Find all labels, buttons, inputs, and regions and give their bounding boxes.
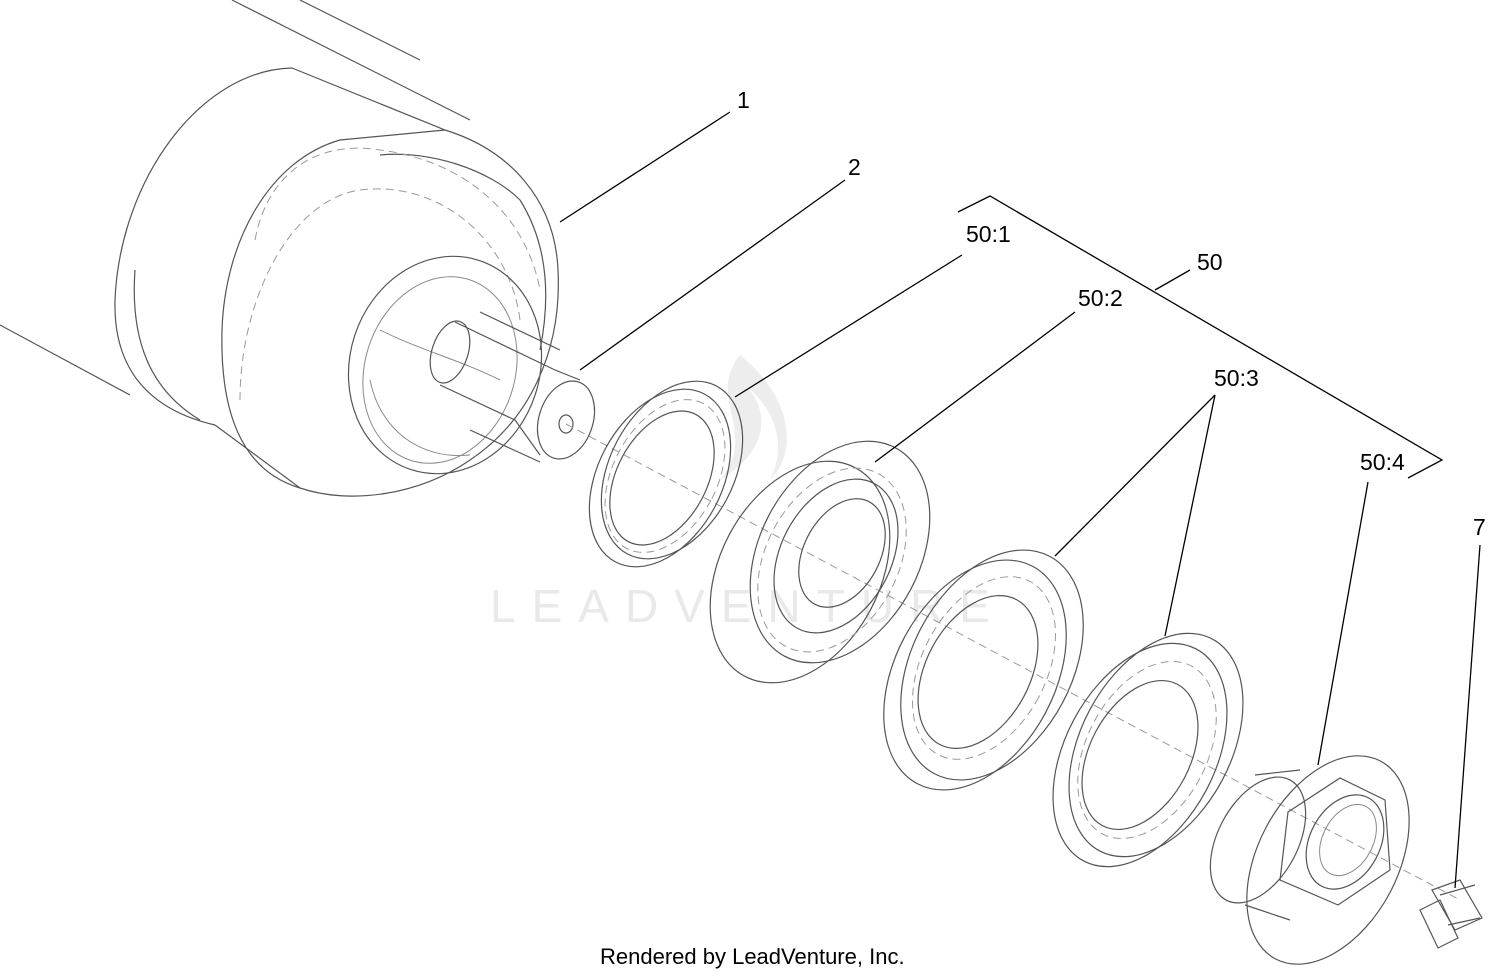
part-50-2-bearing [709, 440, 931, 684]
part-50-1-seal [588, 380, 744, 568]
callout-7: 7 [1473, 514, 1486, 540]
callout-50-1: 50:1 [966, 221, 1011, 247]
footer-credit: Rendered by LeadVenture, Inc. [600, 944, 905, 969]
callout-labels: 1 2 50 50:1 50:2 50:3 50:4 7 [737, 87, 1486, 540]
leader-50-3-a [1054, 394, 1216, 557]
leader-7 [1454, 544, 1481, 889]
callout-50-4: 50:4 [1360, 449, 1405, 475]
leader-1 [559, 111, 731, 223]
part-1-roller [0, 0, 559, 497]
callout-50-3: 50:3 [1214, 365, 1259, 391]
leader-50-4 [1317, 481, 1369, 766]
watermark-flame-icon [720, 355, 787, 480]
callout-50-2: 50:2 [1078, 285, 1123, 311]
callout-2: 2 [848, 154, 861, 180]
leader-50-2 [874, 311, 1076, 463]
leader-50 [1154, 269, 1191, 291]
part-7-grease-fitting [1419, 879, 1483, 949]
callout-1: 1 [737, 87, 750, 113]
leader-lines [559, 111, 1481, 889]
leader-50-1 [734, 254, 963, 398]
watermark-text: LEADVENTURE [490, 580, 1006, 632]
watermark: LEADVENTURE [490, 355, 1006, 632]
callout-50: 50 [1197, 249, 1223, 275]
leader-50-3-b [1164, 394, 1216, 637]
assembly-50-bracket [957, 195, 1444, 479]
part-2-shaft [429, 311, 596, 463]
leader-2 [579, 179, 846, 371]
part-50-3-seal-a [883, 549, 1084, 791]
part-50-3-seal-b [1052, 632, 1244, 868]
part-50-4-flange-nut [1209, 755, 1410, 965]
